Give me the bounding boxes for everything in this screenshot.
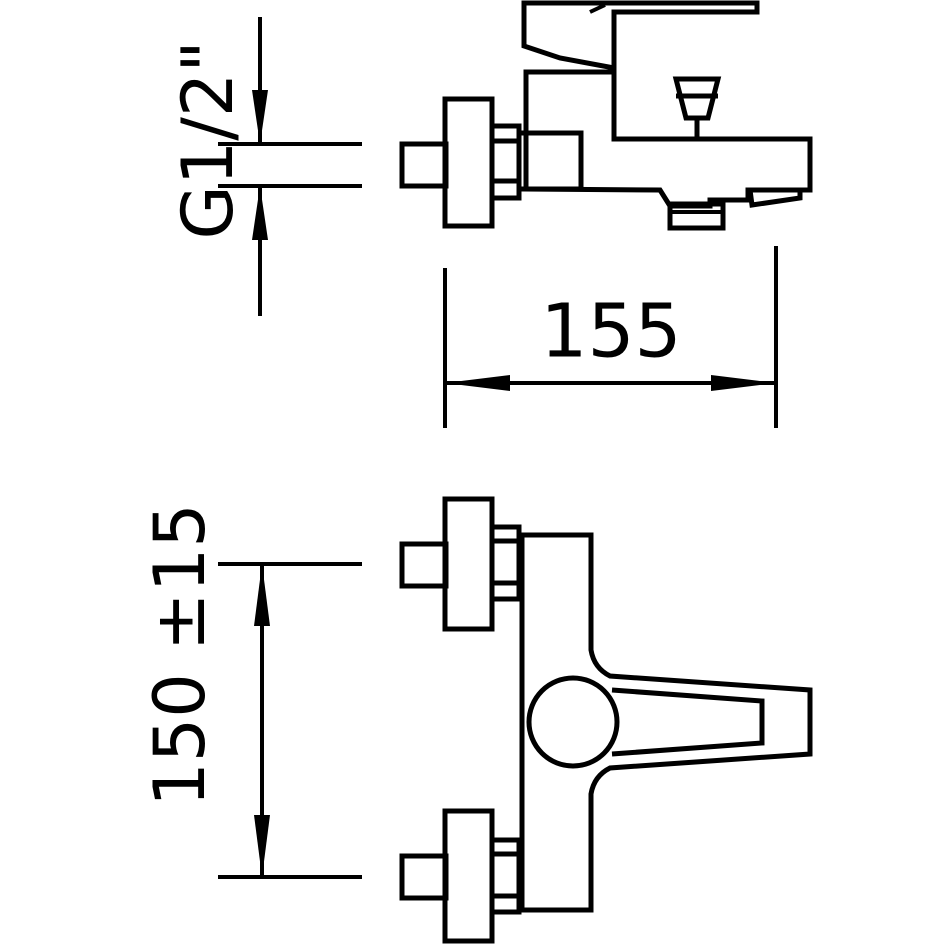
front-body: [519, 532, 813, 913]
side-shower-outlet: [747, 187, 803, 208]
side-outlet-thread: [667, 201, 726, 231]
front-view: [399, 496, 813, 944]
center-distance-label: 150 ±15: [139, 503, 221, 807]
center-distance-dimension: 150 ±15: [139, 503, 362, 879]
front-top-nut: [489, 524, 522, 602]
side-wall-stub: [399, 141, 449, 189]
side-nut: [489, 123, 522, 201]
side-flange: [442, 96, 495, 229]
front-lever: [611, 687, 765, 757]
front-bottom-flange: [442, 808, 495, 944]
front-bottom-stub: [399, 853, 449, 901]
thread-size-label: G1/2": [167, 40, 249, 239]
side-body: [523, 69, 813, 209]
front-top-flange: [442, 496, 495, 632]
front-cartridge: [526, 675, 620, 769]
thread-size-dimension: G1/2": [167, 17, 362, 316]
side-diverter-knob: [672, 76, 722, 121]
length-label: 155: [540, 289, 681, 375]
side-lever: [521, 0, 760, 72]
front-bottom-nut: [489, 837, 522, 915]
side-view: [399, 0, 813, 231]
front-top-stub: [399, 541, 449, 589]
length-dimension: 155: [443, 246, 778, 428]
